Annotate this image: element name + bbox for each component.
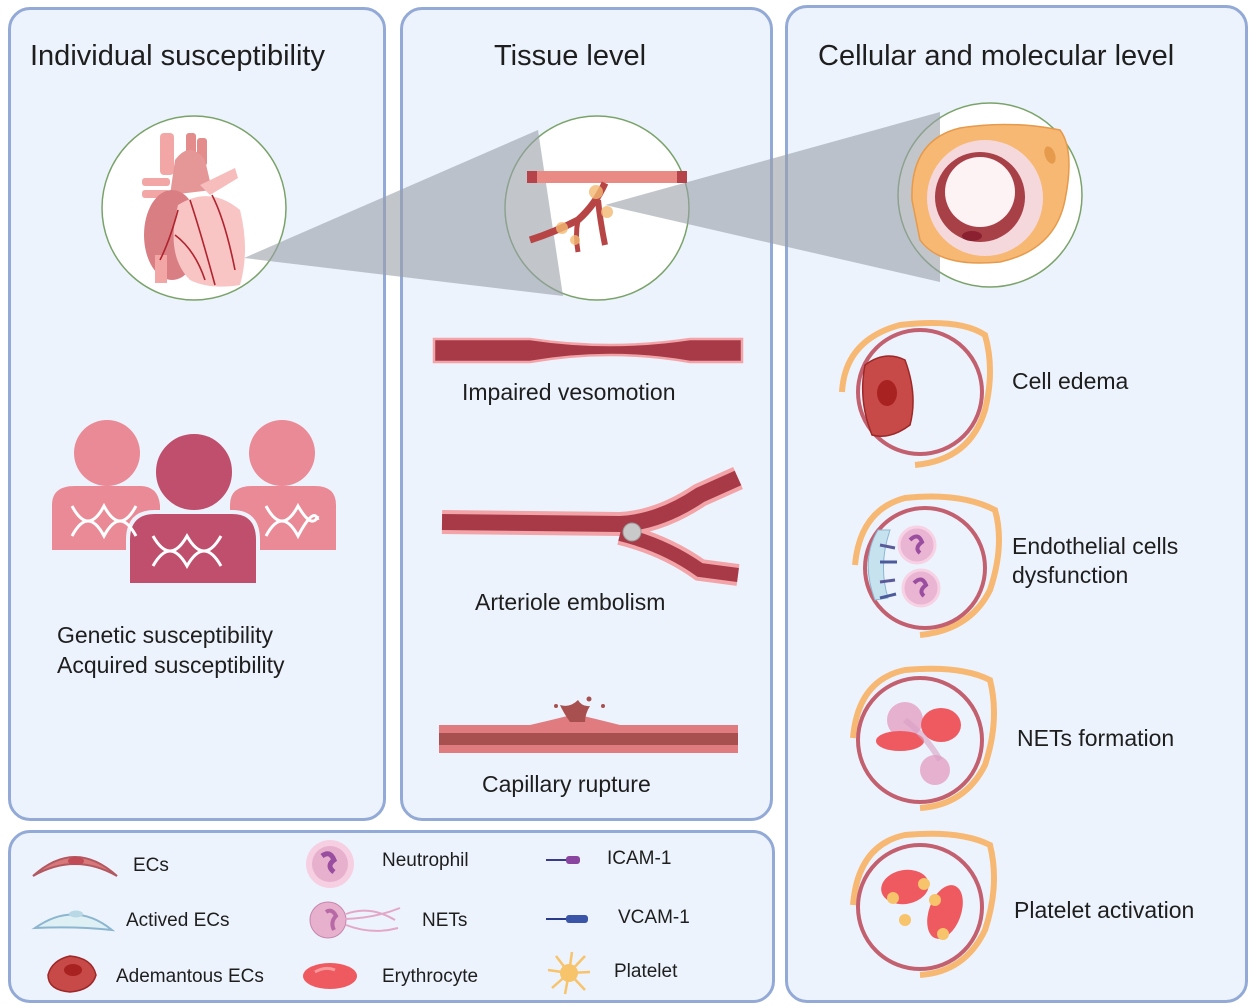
individual-susceptibility-title: Individual susceptibility [30, 40, 325, 72]
nets-formation-label: NETs formation [1017, 725, 1175, 751]
legend-platelet-label: Platelet [614, 961, 678, 982]
legend-ademantous-ecs-label: Ademantous ECs [116, 966, 264, 987]
individual-susceptibility-panel [8, 7, 386, 821]
legend-ecs-label: ECs [133, 855, 169, 876]
tissue-level-title: Tissue level [494, 40, 647, 72]
acquired-susceptibility-label: Acquired susceptibility [57, 652, 285, 678]
platelet-activation-label: Platelet activation [1014, 897, 1195, 923]
cellular-molecular-panel [785, 5, 1248, 1003]
legend-neutrophil-label: Neutrophil [382, 850, 469, 871]
impaired-vesomotion-label: Impaired vesomotion [462, 379, 676, 405]
genetic-susceptibility-label: Genetic susceptibility [57, 622, 274, 648]
cellular-molecular-title: Cellular and molecular level [818, 40, 1175, 72]
legend-nets-label: NETs [422, 910, 468, 931]
legend-vcam1-label: VCAM-1 [618, 907, 690, 928]
legend-actived-ecs-label: Actived ECs [126, 910, 230, 931]
arteriole-embolism-label: Arteriole embolism [475, 589, 666, 615]
tissue-level-panel [400, 7, 773, 821]
legend-icam1-label: ICAM-1 [607, 848, 672, 869]
legend-erythrocyte-label: Erythrocyte [382, 966, 479, 987]
cell-edema-label: Cell edema [1012, 368, 1129, 394]
dysfunction-label: dysfunction [1012, 562, 1129, 588]
capillary-rupture-label: Capillary rupture [482, 771, 651, 797]
endothelial-cells-label: Endothelial cells [1012, 533, 1179, 559]
